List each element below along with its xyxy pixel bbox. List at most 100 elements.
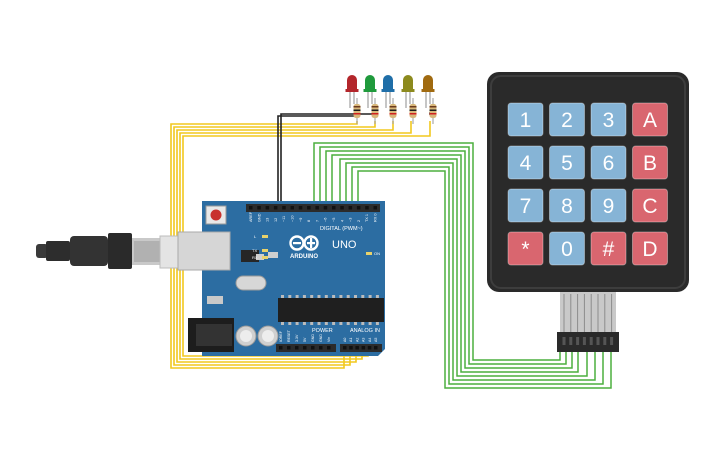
crystal xyxy=(235,275,267,291)
key-8[interactable]: 8 xyxy=(549,188,585,223)
digital-pin[interactable] xyxy=(290,206,295,210)
key-2[interactable]: 2 xyxy=(549,102,585,137)
power-pin[interactable] xyxy=(311,346,315,350)
power-pin-label: Vin xyxy=(327,337,331,342)
blue-led xyxy=(381,75,395,108)
analog-pin[interactable] xyxy=(343,346,347,350)
power-pin[interactable] xyxy=(319,346,323,350)
analog-pin[interactable] xyxy=(374,346,378,350)
analog-pin-label: A3 xyxy=(362,338,366,342)
key-B[interactable]: B xyxy=(632,145,668,180)
analog-pin-label: A5 xyxy=(374,338,378,342)
resistor xyxy=(409,98,417,124)
arduino-logo xyxy=(289,235,319,251)
key-6[interactable]: 6 xyxy=(590,145,627,180)
green-wire xyxy=(357,170,612,389)
analog-pin[interactable] xyxy=(361,346,366,350)
analog-pin[interactable] xyxy=(349,346,353,350)
key-label: * xyxy=(521,238,529,261)
key-label: # xyxy=(603,238,615,261)
digital-pin[interactable] xyxy=(356,206,361,210)
green-wires xyxy=(313,142,612,389)
key-label: 2 xyxy=(561,109,573,132)
power-pin[interactable] xyxy=(279,346,283,350)
power-label: POWER xyxy=(312,328,333,334)
amber-led xyxy=(421,75,435,108)
analog-pin[interactable] xyxy=(355,346,359,350)
power-pin[interactable] xyxy=(303,346,307,350)
key-0[interactable]: 0 xyxy=(549,231,585,266)
power-pin-label: GND xyxy=(311,334,315,342)
led-array xyxy=(345,75,437,124)
key-label: 4 xyxy=(520,152,532,175)
digital-pin[interactable] xyxy=(282,206,286,210)
key-label: 9 xyxy=(603,195,615,218)
digital-pin[interactable] xyxy=(307,206,311,210)
key-9[interactable]: 9 xyxy=(590,188,627,223)
olive-led xyxy=(401,75,415,108)
digital-pin[interactable] xyxy=(323,206,328,210)
digital-pin-label: ~6 xyxy=(324,218,328,222)
digital-pin[interactable] xyxy=(365,206,369,210)
key-5[interactable]: 5 xyxy=(549,145,585,180)
key-label: D xyxy=(642,238,657,261)
power-pin[interactable] xyxy=(327,346,331,350)
green-wire xyxy=(339,158,588,377)
digital-pin[interactable] xyxy=(257,206,261,210)
digital-header xyxy=(246,204,380,212)
red-led xyxy=(345,75,359,108)
digital-pin-label: 2 xyxy=(357,220,361,222)
usb-jack xyxy=(177,231,231,271)
rx-led xyxy=(262,256,268,259)
key-label: C xyxy=(642,195,657,218)
digital-pin[interactable] xyxy=(348,206,353,210)
key-hash[interactable]: # xyxy=(590,231,627,266)
analog-header xyxy=(340,344,382,352)
digital-pin[interactable] xyxy=(298,206,303,210)
digital-pin-label: ~9 xyxy=(299,218,303,222)
green-led xyxy=(363,75,377,108)
key-4[interactable]: 4 xyxy=(507,145,544,180)
power-pin-label: GND xyxy=(319,334,323,342)
key-1[interactable]: 1 xyxy=(507,102,544,137)
power-pin-label: 5V xyxy=(303,337,307,342)
digital-pin-label: 7 xyxy=(315,220,319,222)
digital-pin[interactable] xyxy=(332,206,336,210)
key-star[interactable]: * xyxy=(507,231,544,266)
microcontroller-chip xyxy=(278,298,384,322)
green-wire xyxy=(319,146,567,365)
analog-pin-label: A4 xyxy=(368,338,372,342)
digital-pin[interactable] xyxy=(315,206,319,210)
key-3[interactable]: 3 xyxy=(590,102,627,137)
key-label: 5 xyxy=(561,152,573,175)
digital-pin-label: 12 xyxy=(274,218,278,222)
digital-pin-label: 13 xyxy=(266,218,270,222)
digital-pin[interactable] xyxy=(340,206,344,210)
digital-pin[interactable] xyxy=(249,206,253,210)
analog-pin-label: A0 xyxy=(343,338,347,342)
key-D[interactable]: D xyxy=(632,231,668,266)
digital-pin-label: ~10 xyxy=(291,216,295,222)
digital-pin-label: 8 xyxy=(307,220,311,222)
digital-pin[interactable] xyxy=(265,206,270,210)
digital-pin-label: RX 0 xyxy=(374,214,378,222)
analog-pin[interactable] xyxy=(367,346,372,350)
key-label: 3 xyxy=(603,109,615,132)
digital-pin-label: GND xyxy=(257,213,261,222)
digital-pin[interactable] xyxy=(273,206,278,210)
key-7[interactable]: 7 xyxy=(507,188,544,223)
on-led-label: ON xyxy=(374,251,380,256)
digital-pin[interactable] xyxy=(373,206,378,210)
power-pin[interactable] xyxy=(287,346,291,350)
key-C[interactable]: C xyxy=(632,188,668,223)
green-wire xyxy=(313,142,561,361)
power-pin[interactable] xyxy=(295,346,299,350)
resistor xyxy=(429,98,437,124)
key-A[interactable]: A xyxy=(632,102,668,137)
l-led xyxy=(262,235,268,238)
power-pin-label: RESET xyxy=(287,329,291,342)
digital-label: DIGITAL (PWM~) xyxy=(320,226,363,232)
analog-pin-label: A1 xyxy=(349,338,353,342)
